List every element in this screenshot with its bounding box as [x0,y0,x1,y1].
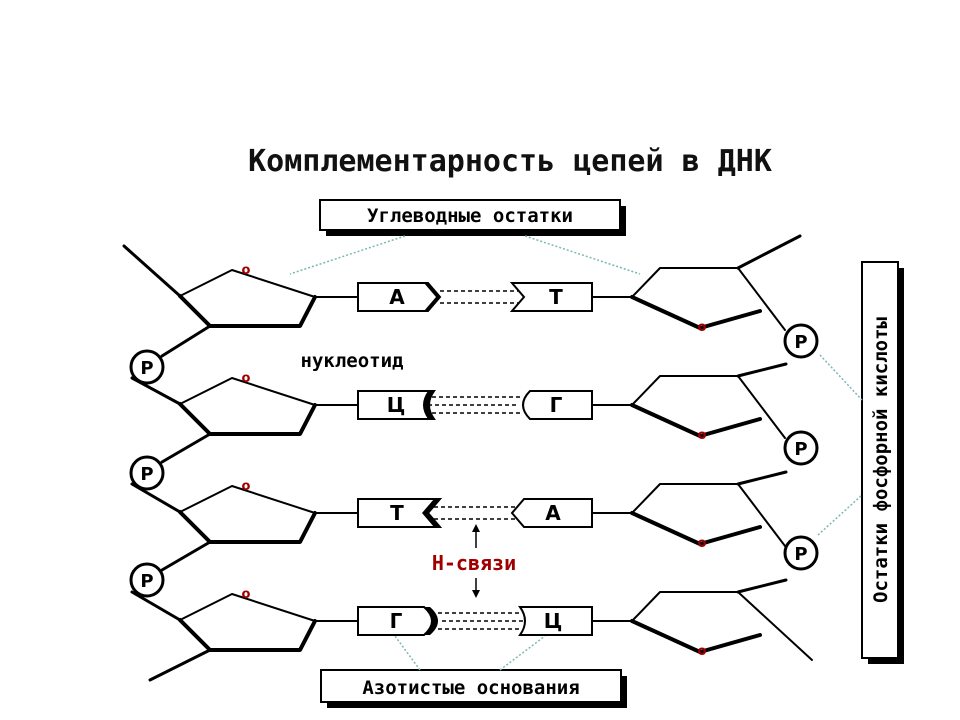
phosphate-symbol: P [140,358,153,379]
arrow-down-icon [472,590,480,598]
phosphate-label-box: Остатки фосфорной кислоты [861,261,904,664]
phosphate-left-2: P [129,455,165,491]
nitrogen-bases-pointers [394,635,546,671]
phosphate-symbol: P [794,439,807,460]
phosphate-symbol: P [140,464,153,485]
phosphate-symbol: P [794,544,807,565]
carbohydrate-label: Углеводные остатки [367,205,573,227]
arrow-up-icon [472,524,480,532]
phosphate-label: Остатки фосфорной кислоты [870,316,892,603]
ring-oxygen-right-4: o [698,644,707,659]
base-left: Т [390,501,404,525]
base-left: А [389,285,405,309]
nitrogen-bases-label-box: Азотистые основания [320,669,627,708]
base-left: Ц [387,393,406,417]
ring-oxygen-left-2: o [242,371,251,386]
base-pair-1: А Т [357,282,593,312]
base-pair-2: Ц Г [357,390,593,420]
ring-oxygen-right-3: o [698,536,707,551]
nucleotide-label: нуклеотид [301,350,404,372]
base-right: Т [549,285,563,309]
base-pair-4: Г Ц [357,606,593,636]
base-pair-3: Т А [357,498,593,528]
ring-oxygen-left-1: o [242,263,251,278]
h-bonds-label: Н-связи [432,551,516,575]
phosphate-symbol: P [140,571,153,592]
phosphate-right-3: P [783,535,819,571]
carbohydrate-label-box: Углеводные остатки [319,199,626,236]
ring-oxygen-left-3: o [242,479,251,494]
ring-oxygen-right-1: o [698,320,707,335]
ring-oxygen-right-2: o [698,428,707,443]
phosphate-right-2: P [783,430,819,466]
base-right: Ц [544,609,563,633]
ring-oxygen-left-4: o [242,587,251,602]
phosphate-left-3: P [129,562,165,598]
phosphate-pointers [817,354,863,536]
base-right: А [545,501,561,525]
base-left: Г [390,609,403,633]
right-strand [591,234,813,661]
base-right: Г [550,393,563,417]
nitrogen-bases-label: Азотистые основания [362,677,579,699]
phosphate-left-1: P [129,349,165,385]
carbohydrate-pointers [289,235,641,275]
phosphate-symbol: P [794,332,807,353]
phosphate-right-1: P [783,323,819,359]
diagram-title: Комплементарность цепей в ДНК [248,144,772,179]
h-bonds-annotation: Н-связи [432,524,516,598]
